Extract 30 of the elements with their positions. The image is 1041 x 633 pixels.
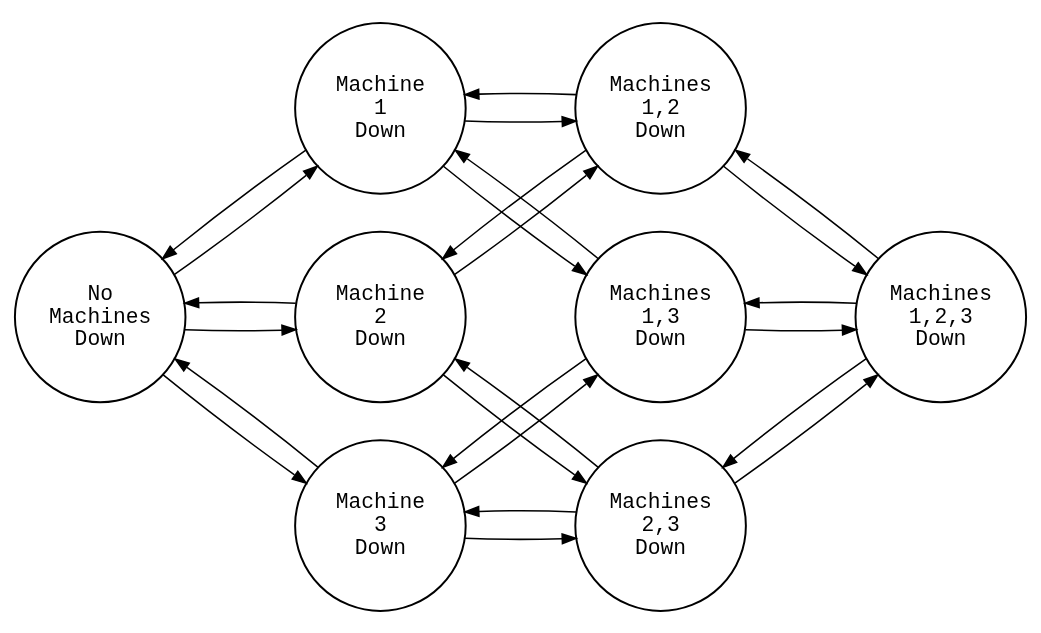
arrow [440, 357, 587, 469]
arrow [733, 148, 880, 259]
node-circle: Machine 2 Down [294, 230, 467, 403]
arrow [464, 532, 579, 545]
arrow [442, 165, 589, 276]
arrow [743, 296, 857, 309]
arrow [462, 505, 577, 517]
arrow [734, 373, 880, 484]
arrow [453, 148, 600, 259]
node-circle: Machines 1,2 Down [574, 21, 747, 195]
node-circle: Machine 1 Down [294, 21, 467, 195]
arrow [173, 357, 319, 468]
node-circle: Machines 2,3 Down [574, 438, 747, 612]
arrow [453, 357, 600, 468]
arrow [173, 164, 320, 275]
arrow [182, 296, 297, 309]
node-circle: No Machines Down [13, 230, 187, 403]
node-circle: Machines 1,2,3 Down [854, 230, 1028, 403]
arrow [464, 115, 579, 127]
arrow [722, 165, 869, 276]
arrow [160, 148, 307, 260]
arrow [184, 323, 299, 336]
arrow [744, 323, 859, 336]
arrow [454, 164, 600, 275]
arrow [440, 148, 587, 260]
arrow [462, 87, 577, 100]
node-circle: Machines 1,3 Down [574, 230, 747, 403]
arrow [721, 357, 868, 469]
arrow [162, 373, 309, 484]
node-circle: Machine 3 Down [294, 438, 467, 612]
